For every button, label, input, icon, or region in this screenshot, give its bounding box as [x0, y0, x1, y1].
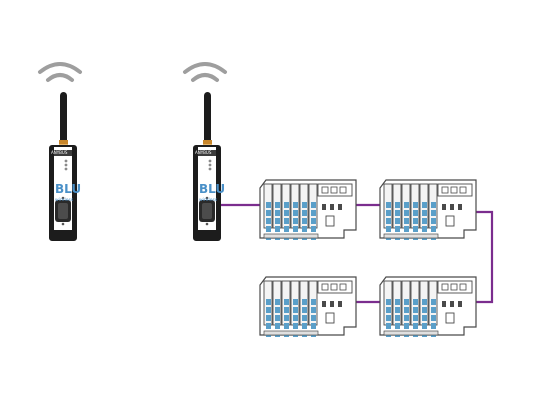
gateway-sub: wireless — [199, 197, 218, 203]
io-module-2 — [380, 180, 476, 240]
io-module-4 — [260, 277, 356, 337]
io-module-1 — [260, 180, 356, 240]
gateway-sub: wireless — [55, 197, 74, 203]
wifi-signal-icon — [38, 62, 82, 82]
io-module-3 — [380, 277, 476, 337]
antenna-icon — [49, 91, 77, 241]
gateway-label: ANYBUS — [51, 150, 68, 155]
gateway-device-1: BLU wireless ANYBUS — [49, 91, 81, 241]
link-module-2-to-module-3 — [476, 210, 494, 304]
antenna-icon — [193, 91, 221, 241]
network-links — [221, 203, 494, 304]
gateway-brand: BLU — [199, 182, 225, 196]
gateway-brand: BLU — [55, 182, 81, 196]
gateway-device-2: BLU wireless ANYBUS — [193, 91, 225, 241]
gateway-label: ANYBUS — [195, 150, 212, 155]
wifi-signal-icon — [183, 62, 227, 82]
